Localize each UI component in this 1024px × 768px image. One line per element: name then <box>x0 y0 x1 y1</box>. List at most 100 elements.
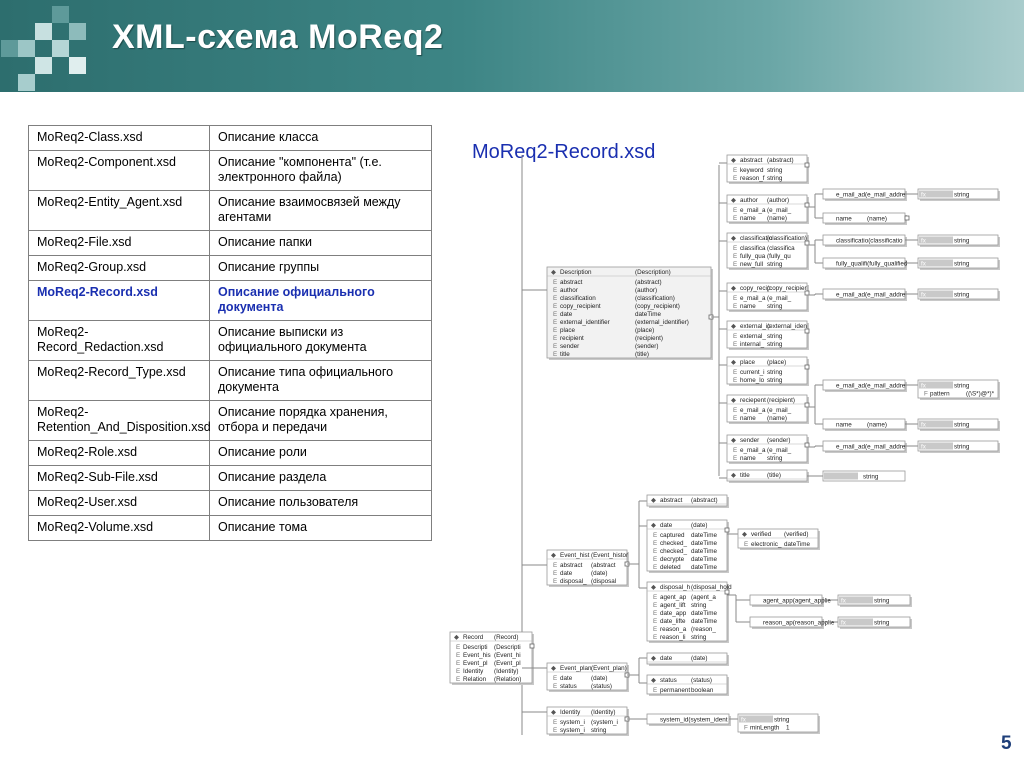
element-node[interactable] <box>646 581 728 642</box>
element-name: disposal_h <box>660 584 691 591</box>
attribute-name: internal_ <box>740 341 765 348</box>
element-icon: ◆ <box>454 634 459 641</box>
file-name-cell: MoReq2-Component.xsd <box>28 150 210 191</box>
element-node[interactable] <box>726 154 808 183</box>
element-node[interactable] <box>646 494 728 507</box>
attribute-name: sender <box>560 343 579 350</box>
leaf-ref: (name) <box>867 215 887 222</box>
element-node[interactable] <box>726 282 808 311</box>
simple-type-node <box>917 257 999 269</box>
expand-square[interactable] <box>804 364 810 370</box>
expand-square[interactable] <box>804 328 810 334</box>
expand-square[interactable] <box>904 215 910 221</box>
slide-header: XML-схема MoReq2 <box>0 0 1024 92</box>
attribute-type: dateTime <box>691 556 718 563</box>
type-icon: fx <box>921 382 927 389</box>
type-name: string <box>863 473 879 480</box>
attribute-name: title <box>560 351 570 358</box>
element-name: abstract <box>740 157 763 164</box>
element-name: Event_plan <box>560 665 592 672</box>
type-label-bar <box>919 190 953 198</box>
attribute-type: (place) <box>635 327 654 334</box>
expand-square[interactable] <box>804 162 810 168</box>
element-node[interactable] <box>646 519 728 572</box>
expand-square[interactable] <box>529 643 535 649</box>
attribute-type: string <box>767 341 783 348</box>
expand-square[interactable] <box>804 442 810 448</box>
attribute-type: dateTime <box>691 610 718 617</box>
slide-title: XML-схема MoReq2 <box>112 18 444 56</box>
expand-square[interactable] <box>804 402 810 408</box>
attribute-icon: E <box>733 369 737 376</box>
file-name-cell: MoReq2-Record_Redaction.xsd <box>28 320 210 361</box>
type-icon: fx <box>841 597 847 604</box>
attribute-icon: E <box>653 594 657 601</box>
type-icon: fx <box>921 237 927 244</box>
element-node[interactable] <box>726 320 808 349</box>
attribute-icon: E <box>553 683 557 690</box>
element-node[interactable] <box>546 549 628 586</box>
description-cell: Описание взаимосвязей между агентами <box>209 190 432 231</box>
attribute-name: e_mail_a <box>740 295 766 302</box>
leaf-name: system_id(system_ident <box>660 716 728 723</box>
deco-square <box>69 23 86 40</box>
expand-square[interactable] <box>804 202 810 208</box>
element-node[interactable] <box>737 528 819 549</box>
element-node[interactable] <box>449 631 533 684</box>
element-node[interactable] <box>726 194 808 223</box>
attribute-type: string <box>767 303 783 310</box>
attribute-name: Relation <box>463 676 487 683</box>
attribute-type: (reason_ <box>691 626 716 633</box>
element-icon: ◆ <box>651 677 656 684</box>
attribute-icon: E <box>553 303 557 310</box>
page-number: 5 <box>1001 733 1012 754</box>
attribute-name: captured <box>660 532 685 539</box>
element-node[interactable] <box>726 356 808 385</box>
attribute-icon: E <box>553 719 557 726</box>
attribute-type: (name) <box>767 215 787 222</box>
attribute-name: copy_recipient <box>560 303 601 310</box>
attribute-name: date <box>560 570 573 577</box>
element-node[interactable] <box>646 674 728 695</box>
expand-square[interactable] <box>724 527 730 533</box>
attribute-icon: E <box>733 303 737 310</box>
attribute-name: home_lo <box>740 377 765 384</box>
attribute-icon: E <box>653 626 657 633</box>
attribute-type: (classifica <box>767 245 795 252</box>
attribute-icon: E <box>733 341 737 348</box>
type-name: string <box>954 291 970 298</box>
attribute-icon: E <box>733 333 737 340</box>
element-type: (copy_recipier <box>767 285 807 292</box>
element-type: (verified) <box>784 531 809 538</box>
attribute-type: string <box>591 727 607 734</box>
type-icon: fx <box>921 191 927 198</box>
attribute-icon: E <box>733 253 737 260</box>
expand-square[interactable] <box>724 589 730 595</box>
type-label-bar <box>919 290 953 298</box>
attribute-type: (external_identifier) <box>635 319 689 326</box>
expand-square[interactable] <box>804 290 810 296</box>
attribute-type: string <box>767 261 783 268</box>
element-node[interactable] <box>546 706 628 735</box>
expand-square[interactable] <box>804 240 810 246</box>
element-name: abstract <box>660 497 683 504</box>
element-node[interactable] <box>546 266 712 359</box>
element-node[interactable] <box>726 232 808 269</box>
element-node[interactable] <box>546 662 628 691</box>
element-node[interactable] <box>726 434 808 463</box>
simple-type-node <box>917 234 999 246</box>
element-node[interactable] <box>646 652 728 665</box>
attribute-name: system_i <box>560 727 585 734</box>
attribute-name: deleted <box>660 564 681 571</box>
attribute-icon: E <box>653 634 657 641</box>
description-cell: Описание роли <box>209 440 432 466</box>
attribute-type: dateTime <box>691 564 718 571</box>
element-node[interactable] <box>726 394 808 423</box>
leaf-name: e_mail_ad(e_mail_addre <box>836 443 906 450</box>
attribute-name: e_mail_a <box>740 207 766 214</box>
deco-square <box>52 40 69 57</box>
file-name-cell: MoReq2-Volume.xsd <box>28 515 210 541</box>
